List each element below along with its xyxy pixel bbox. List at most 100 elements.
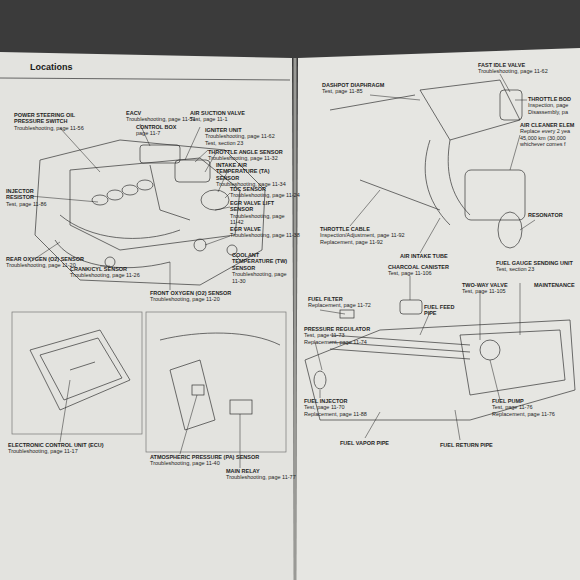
- part-name: FUEL GAUGE SENDING UNIT: [496, 260, 573, 266]
- right-page: [296, 48, 580, 580]
- callout-group: AIR CLEANER ELEMReplace every 2 yea45,00…: [520, 122, 574, 148]
- page-reference: Replacement, page 11-92: [320, 239, 405, 245]
- callout-group: CRANK/CYL SENSORTroubleshooting, page 11…: [70, 266, 140, 279]
- part-name: INJECTOR RESISTOR: [6, 188, 50, 201]
- callout-group: TDC SENSORTroubleshooting, page 11-24: [230, 186, 300, 199]
- callout-group: RESONATOR: [528, 212, 563, 218]
- part-name: TDC SENSOR: [230, 186, 300, 192]
- part-name: TWO-WAY VALVE: [462, 282, 508, 288]
- callout-group: INJECTOR RESISTORTest, page 11-86: [6, 188, 50, 207]
- callout-group: DASHPOT DIAPHRAGMTest, page 11-85: [322, 82, 384, 95]
- gutter: [294, 58, 297, 580]
- fuel-system: [305, 300, 575, 420]
- page-reference: Disassembly, pa: [528, 109, 571, 115]
- callout-group: ELECTRONIC CONTROL UNIT (ECU)Troubleshoo…: [8, 442, 104, 455]
- part-name: CRANK/CYL SENSOR: [70, 266, 140, 272]
- callout-group: MAIN RELAYTroubleshooting, page 11-77: [226, 468, 296, 481]
- ecu-inset: [12, 312, 142, 434]
- callout-group: FUEL INJECTORTest, page 11-70Replacement…: [304, 398, 367, 417]
- page-reference: Troubleshooting, page 11-40: [150, 460, 259, 466]
- callout-group: AIR INTAKE TUBE: [400, 253, 448, 259]
- part-name: INTAKE AIR TEMPERATURE (TA) SENSOR: [216, 162, 288, 181]
- page-reference: page 11-7: [136, 130, 177, 136]
- callout-group: CONTROL BOXpage 11-7: [136, 124, 177, 137]
- part-name: ATMOSPHERIC PRESSURE (PA) SENSOR: [150, 454, 259, 460]
- callout-group: PRESSURE REGULATORTest, page 11-73Replac…: [304, 326, 370, 345]
- callout-group: INTAKE AIR TEMPERATURE (TA) SENSORTroubl…: [216, 162, 288, 188]
- callout-group: POWER STEERING OIL PRESSURE SWITCHTroubl…: [14, 112, 84, 131]
- part-name: AIR SUCTION VALVE: [190, 110, 245, 116]
- page-title: Locations: [30, 62, 73, 72]
- part-name: IGNITER UNIT: [205, 127, 275, 133]
- page-reference: Troubleshooting, page 11-42: [230, 213, 290, 226]
- page-reference: Replacement, page 11-74: [304, 339, 370, 345]
- dash-inset: [146, 312, 286, 452]
- page-reference: Test, page 11-85: [322, 88, 384, 94]
- part-name: ELECTRONIC CONTROL UNIT (ECU): [8, 442, 104, 448]
- page-reference: Troubleshooting, page 11-56: [14, 125, 84, 131]
- page-reference: Replacement, page 11-88: [304, 411, 367, 417]
- callout-group: EACVTroubleshooting, page 11-51: [126, 110, 196, 123]
- part-name: MAINTENANCE: [534, 282, 575, 288]
- part-name: POWER STEERING OIL PRESSURE SWITCH: [14, 112, 84, 125]
- callout-group: FAST IDLE VALVETroubleshooting, page 11-…: [478, 62, 548, 75]
- page-reference: 45,000 km (30,000: [520, 135, 574, 141]
- page-reference: Troubleshooting, page 11-62: [478, 68, 548, 74]
- part-name: FUEL FEED PIPE: [424, 304, 458, 317]
- part-name: DASHPOT DIAPHRAGM: [322, 82, 384, 88]
- callout-group: FUEL VAPOR PIPE: [340, 440, 389, 446]
- callout-group: FUEL PUMPTest, page 11-76Replacement, pa…: [492, 398, 555, 417]
- page-reference: Test, section 23: [205, 140, 275, 146]
- callout-group: FUEL RETURN PIPE: [440, 442, 493, 448]
- callout-group: FUEL FILTERReplacement, page 11-72: [308, 296, 371, 309]
- page-reference: Troubleshooting, page 11-77: [226, 474, 296, 480]
- page-reference: Replace every 2 yea: [520, 128, 574, 134]
- part-name: COOLANT TEMPERATURE (TW) SENSOR: [232, 252, 290, 271]
- page-reference: Troubleshooting, page 11-30: [232, 271, 290, 284]
- callout-group: EGR VALVETroubleshooting, page 11-38: [230, 226, 300, 239]
- page-reference: Test, page 11-76: [492, 404, 555, 410]
- callout-group: ATMOSPHERIC PRESSURE (PA) SENSORTroubles…: [150, 454, 259, 467]
- part-name: EGR VALVE: [230, 226, 300, 232]
- page-reference: Inspection/Adjustment, page 11-92: [320, 232, 405, 238]
- leader-lines: [30, 74, 535, 468]
- page-reference: Test, page 11-1: [190, 116, 245, 122]
- callout-group: Locations: [30, 62, 73, 72]
- callout-group: EGR VALVE LIFT SENSORTroubleshooting, pa…: [230, 200, 290, 226]
- part-name: EGR VALVE LIFT SENSOR: [230, 200, 290, 213]
- part-name: CHARCOAL CANISTER: [388, 264, 449, 270]
- part-name: FUEL RETURN PIPE: [440, 442, 493, 448]
- part-name: FUEL INJECTOR: [304, 398, 367, 404]
- page-reference: Troubleshooting, page 11-38: [230, 232, 300, 238]
- part-name: REAR OXYGEN (O2) SENSOR: [6, 256, 84, 262]
- page-reference: Test, page 11-106: [388, 270, 449, 276]
- part-name: THROTTLE ANGLE SENSOR: [208, 149, 283, 155]
- callout-group: THROTTLE ANGLE SENSORTroubleshooting, pa…: [208, 149, 283, 162]
- part-name: FUEL PUMP: [492, 398, 555, 404]
- page-reference: Inspection, page: [528, 102, 571, 108]
- part-name: EACV: [126, 110, 196, 116]
- part-name: FUEL FILTER: [308, 296, 371, 302]
- part-name: PRESSURE REGULATOR: [304, 326, 370, 332]
- page-reference: Troubleshooting, page 11-32: [208, 155, 283, 161]
- part-name: AIR INTAKE TUBE: [400, 253, 448, 259]
- page-reference: Test, page 11-105: [462, 288, 508, 294]
- callout-group: CHARCOAL CANISTERTest, page 11-106: [388, 264, 449, 277]
- callout-group: FUEL GAUGE SENDING UNITTest, section 23: [496, 260, 573, 273]
- page-reference: Test, page 11-70: [304, 404, 367, 410]
- callout-group: MAINTENANCE: [534, 282, 575, 288]
- page-reference: Troubleshooting, page 11-17: [8, 448, 104, 454]
- callout-group: COOLANT TEMPERATURE (TW) SENSORTroublesh…: [232, 252, 290, 284]
- callout-group: THROTTLE BODInspection, pageDisassembly,…: [528, 96, 571, 115]
- page-reference: Replacement, page 11-76: [492, 411, 555, 417]
- callout-group: FUEL FEED PIPE: [424, 304, 458, 317]
- part-name: RESONATOR: [528, 212, 563, 218]
- part-name: THROTTLE CABLE: [320, 226, 405, 232]
- part-name: FUEL VAPOR PIPE: [340, 440, 389, 446]
- callout-group: FRONT OXYGEN (O2) SENSORTroubleshooting,…: [150, 290, 231, 303]
- part-name: THROTTLE BOD: [528, 96, 571, 102]
- callout-group: IGNITER UNITTroubleshooting, page 11-62T…: [205, 127, 275, 146]
- page-reference: whichever comes f: [520, 141, 574, 147]
- page-reference: Test, page 11-86: [6, 201, 50, 207]
- part-name: FAST IDLE VALVE: [478, 62, 548, 68]
